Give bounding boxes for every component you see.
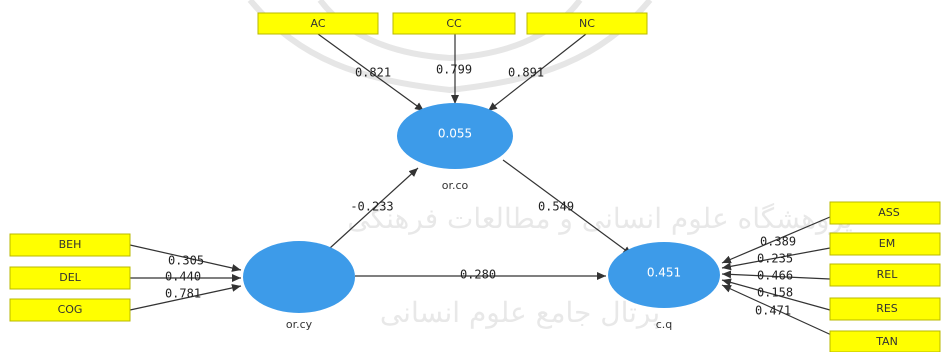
indicator-label: RES [876,302,898,315]
edge-rel-cq [721,270,831,280]
loading-res: 0.158 [757,286,793,300]
indicator-label: NC [579,17,595,30]
watermark-line-2: پرتال جامع علوم انسانی [380,296,660,329]
indicator-tan: TAN [829,330,941,352]
latent-or-cy: or.cy [243,241,355,331]
loading-cog: 0.781 [165,287,201,301]
loading-nc: 0.891 [508,66,544,80]
latent-name: c.q [656,318,673,331]
watermark-emblem-arc [247,0,653,94]
watermark-line-1: پژوهشگاه علوم انسانی و مطالعات فرهنگی [347,202,852,235]
edge-res-cq [721,278,831,311]
indicator-label: AC [310,17,325,30]
loading-beh: 0.305 [168,254,204,268]
indicator-beh: BEH [9,233,131,257]
loading-ass: 0.389 [760,235,796,249]
indicator-label: COG [58,303,83,316]
path-coef-orco-cq: 0.549 [538,200,574,214]
indicator-cog: COG [9,298,131,322]
indicator-cc: CC [392,12,516,35]
latent-r2-value: 0.055 [438,127,472,141]
latent-name: or.cy [286,318,313,331]
indicator-label: ASS [878,206,900,219]
loading-em: 0.235 [757,252,793,266]
indicator-res: RES [829,297,941,321]
indicator-label: CC [446,17,462,30]
edge-nc-orco [487,33,587,112]
indicator-label: EM [879,237,895,250]
indicator-rel: REL [829,263,941,287]
indicator-nc: NC [526,12,648,35]
latent-name: or.co [442,179,469,192]
watermark: پژوهشگاه علوم انسانی و مطالعات فرهنگی پر… [247,0,853,329]
edge-beh-orcy [129,244,242,272]
indicator-label: BEH [59,238,82,251]
loading-cc: 0.799 [436,63,472,77]
indicator-em: EM [829,232,941,256]
path-coef-orcy-cq: 0.280 [460,268,496,282]
indicator-label: TAN [875,335,898,348]
loading-rel: 0.466 [757,269,793,283]
latent-r2-value: 0.451 [647,266,681,280]
indicator-ass: ASS [829,201,941,225]
indicator-label: REL [877,268,899,281]
edge-tan-cq [721,284,839,339]
latent-c-q: 0.451 c.q [608,242,720,331]
edge-em-cq [721,247,831,271]
path-orcy-orco [329,167,419,249]
indicator-label: DEL [59,271,81,284]
edge-ass-cq [721,216,831,264]
indicator-ac: AC [257,12,379,35]
loading-del: 0.440 [165,270,201,284]
edge-cog-orcy [129,283,242,311]
edge-ac-orco [317,33,425,112]
loading-tan: 0.471 [755,304,791,318]
loading-ac: 0.821 [355,66,391,80]
latent-or-co: 0.055 or.co [397,103,513,192]
indicator-del: DEL [9,266,131,290]
path-coef-orcy-orco: -0.233 [350,200,393,214]
path-orco-cq [502,159,633,256]
